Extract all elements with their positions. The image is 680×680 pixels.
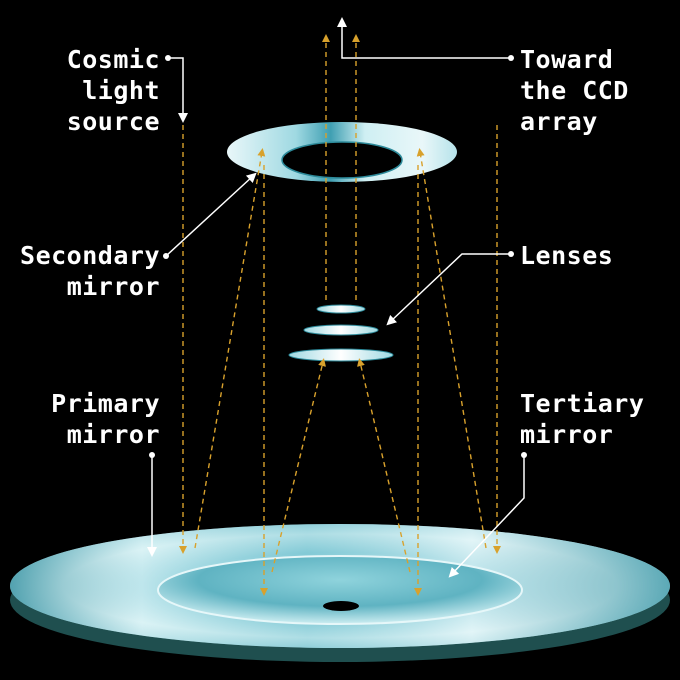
label-toward-ccd: Toward the CCD array — [520, 45, 629, 136]
label-tertiary-mirror: Tertiary mirror — [520, 389, 645, 449]
central-hole — [323, 601, 359, 611]
leader-cosmic-light-source — [168, 57, 188, 123]
leader-tertiary-mirror — [448, 455, 525, 578]
label-primary-mirror: Primary mirror — [51, 389, 160, 449]
label-secondary-mirror: Secondary mirror — [20, 241, 160, 301]
secondary-mirror — [227, 122, 457, 182]
tertiary-mirror — [157, 555, 523, 625]
light-ray-tertiary-to-lens-left — [271, 358, 326, 573]
light-ray-primary-to-secondary-left — [194, 148, 266, 549]
leader-lenses — [386, 253, 511, 326]
label-cosmic-light-source: Cosmic light source — [66, 45, 160, 136]
lenses — [288, 304, 394, 362]
light-paths — [179, 34, 501, 596]
light-ray-primary-to-secondary-right — [416, 148, 487, 549]
leader-toward-ccd — [337, 17, 511, 59]
leader-secondary-mirror — [165, 172, 257, 257]
leader-lines — [147, 17, 527, 578]
label-lenses: Lenses — [520, 241, 614, 270]
